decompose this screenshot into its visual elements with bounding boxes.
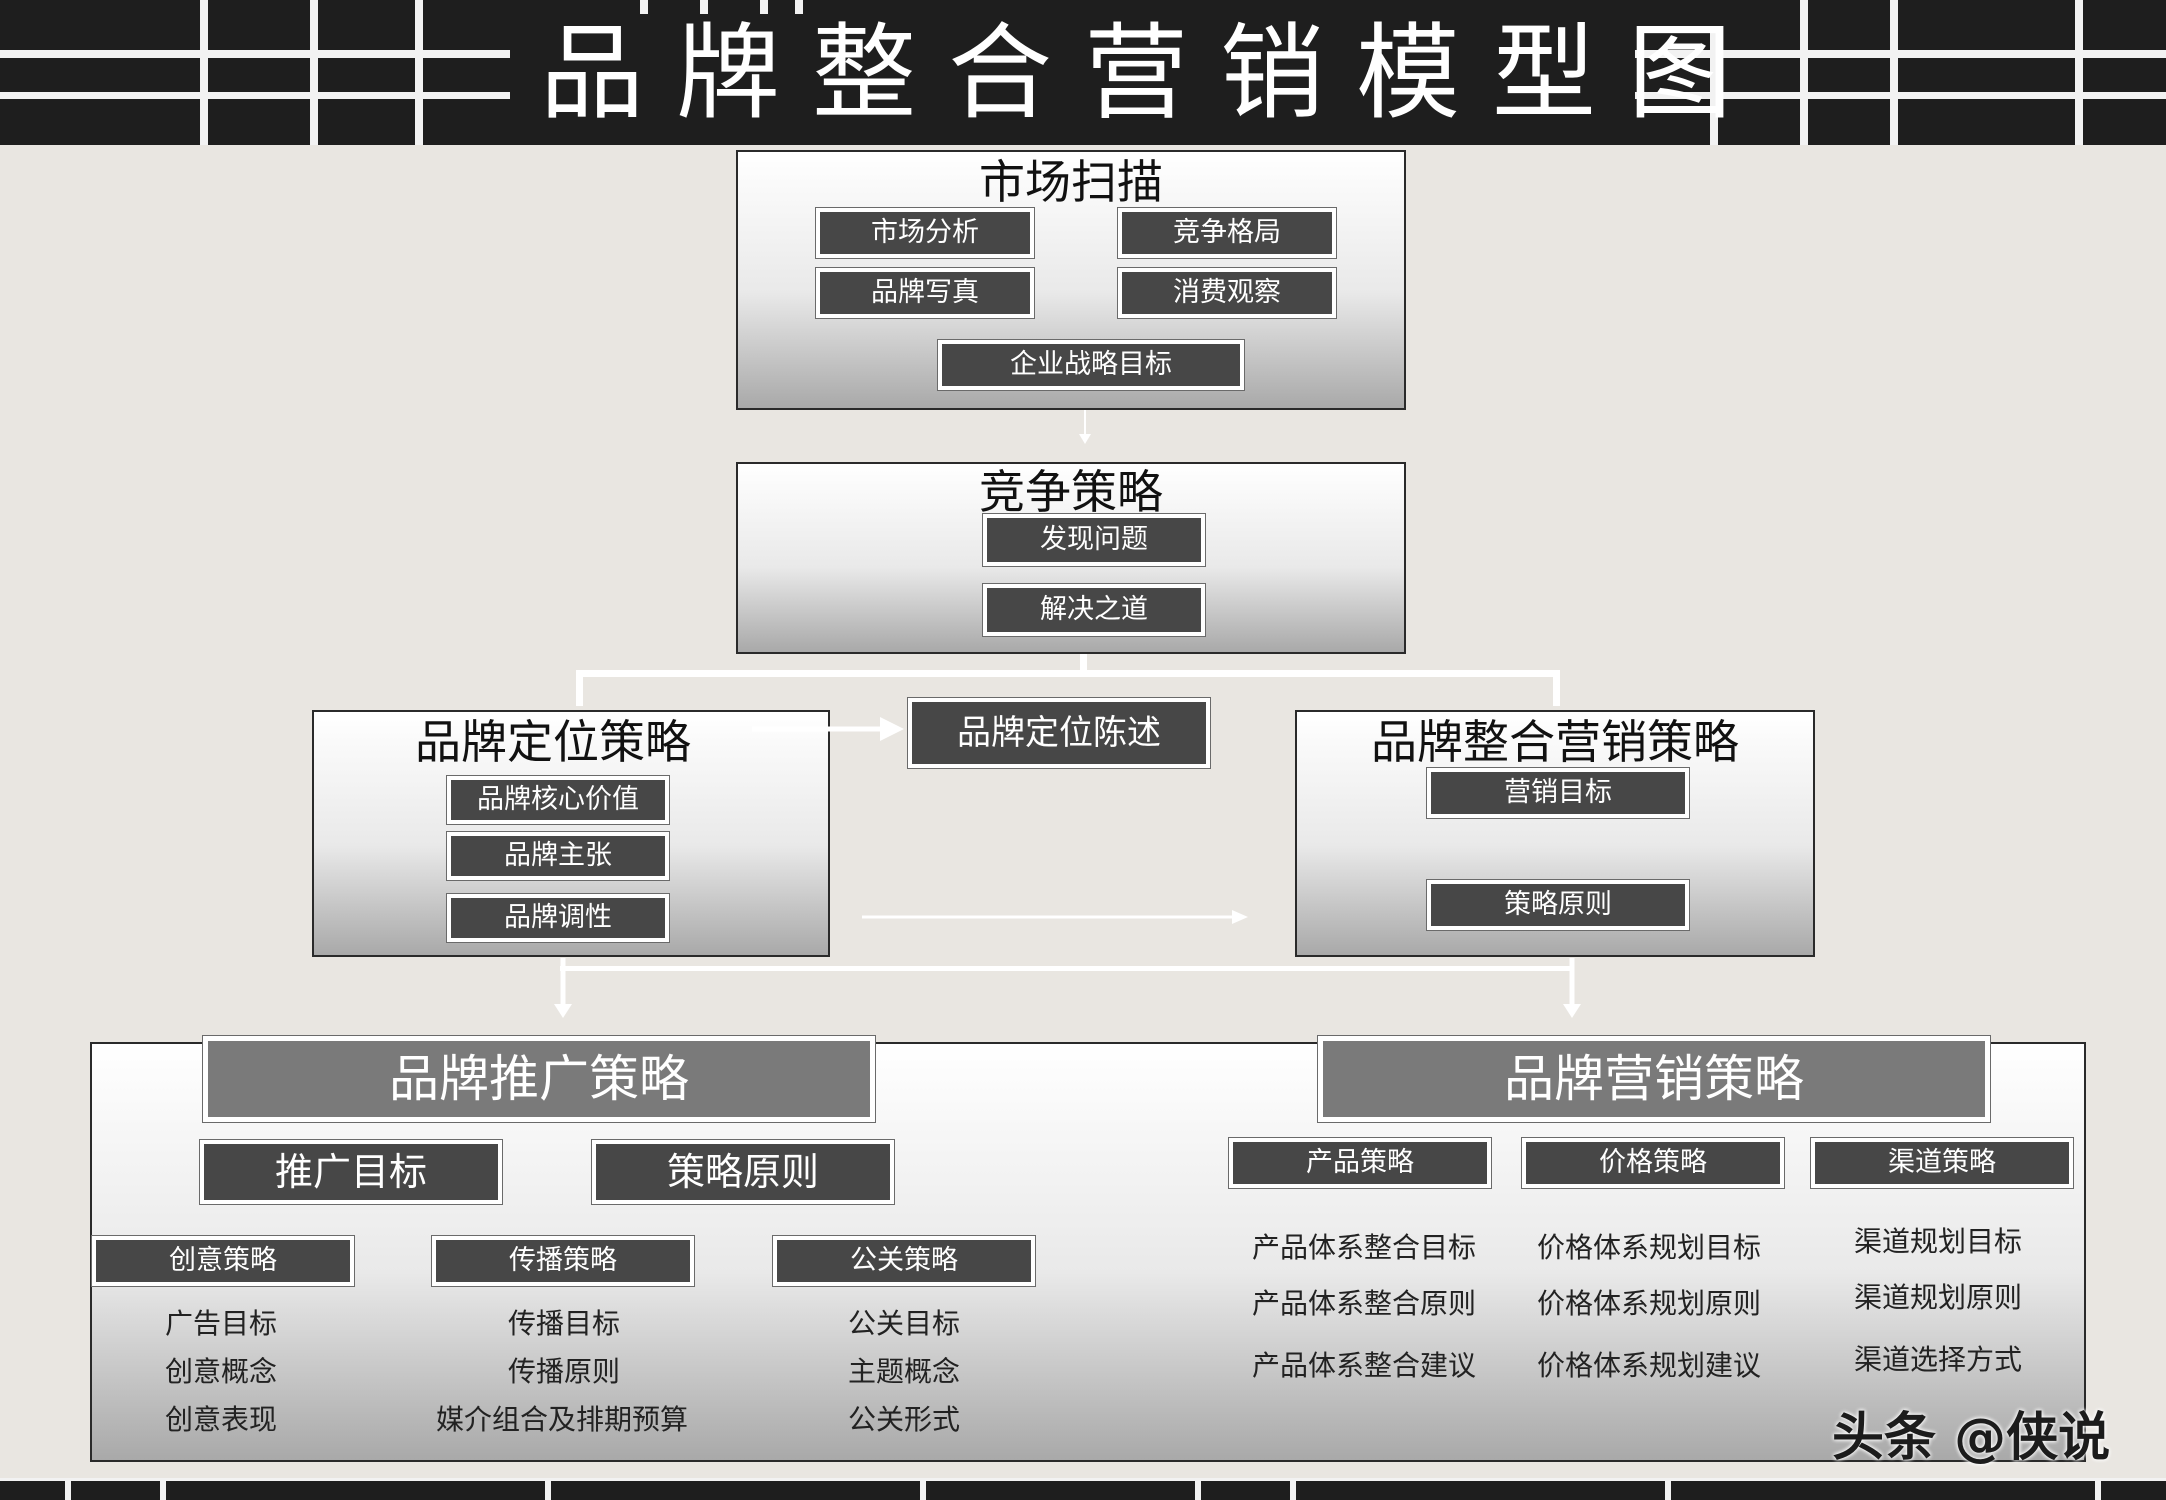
connector-line bbox=[560, 966, 1574, 971]
pr-item: 公关目标 bbox=[848, 1307, 961, 1340]
competition-panel: 竞争策略 发现问题 解决之道 bbox=[736, 462, 1406, 654]
creative-item: 创意概念 bbox=[165, 1355, 278, 1388]
connector-line bbox=[1553, 670, 1560, 706]
price-item: 价格体系规划目标 bbox=[1537, 1231, 1762, 1264]
product-item: 产品体系整合建议 bbox=[1252, 1349, 1477, 1382]
creative-strategy-box: 创意策略 bbox=[91, 1235, 355, 1287]
decor-line bbox=[200, 0, 208, 145]
decor-line bbox=[1635, 92, 2166, 99]
decor-line bbox=[640, 0, 648, 14]
channel-item: 渠道选择方式 bbox=[1854, 1343, 2023, 1376]
consumer-insight-box: 消费观察 bbox=[1117, 267, 1337, 319]
market-analysis-box: 市场分析 bbox=[815, 207, 1035, 259]
communication-strategy-box: 传播策略 bbox=[431, 1235, 695, 1287]
competition-landscape-box: 竞争格局 bbox=[1117, 207, 1337, 259]
pr-item: 主题概念 bbox=[848, 1355, 961, 1388]
brand-portrait-box: 品牌写真 bbox=[815, 267, 1035, 319]
decor-line bbox=[310, 0, 318, 145]
watermark: 头条 @侠说 bbox=[1832, 1408, 2111, 1468]
decor-line bbox=[415, 0, 423, 145]
price-strategy-box: 价格策略 bbox=[1521, 1137, 1785, 1189]
decor-line bbox=[760, 0, 768, 14]
creative-item: 创意表现 bbox=[165, 1403, 278, 1436]
decor-line bbox=[160, 1478, 166, 1500]
marketing-title-box: 品牌营销策略 bbox=[1317, 1035, 1991, 1123]
decor-line bbox=[0, 50, 510, 58]
pr-item: 公关形式 bbox=[848, 1403, 961, 1436]
decor-line bbox=[700, 0, 708, 14]
product-item: 产品体系整合原则 bbox=[1252, 1287, 1477, 1320]
decor-line bbox=[1890, 0, 1898, 145]
market-scan-title: 市场扫描 bbox=[979, 155, 1163, 209]
product-strategy-box: 产品策略 bbox=[1228, 1137, 1492, 1189]
connector-line bbox=[576, 670, 1560, 677]
find-problem-box: 发现问题 bbox=[982, 513, 1206, 567]
arrow-right-icon bbox=[752, 717, 904, 741]
decor-line bbox=[920, 1478, 926, 1500]
decor-line bbox=[1710, 28, 1718, 145]
marketing-goal-box: 营销目标 bbox=[1426, 767, 1690, 819]
page-title: 品牌整合营销模型图 bbox=[540, 12, 1765, 134]
pr-strategy-box: 公关策略 bbox=[772, 1235, 1036, 1287]
positioning-title: 品牌定位策略 bbox=[415, 715, 691, 769]
decor-line bbox=[0, 92, 510, 99]
positioning-panel: 品牌定位策略 品牌核心价值 品牌主张 品牌调性 bbox=[312, 710, 830, 957]
decor-line bbox=[1635, 50, 2166, 58]
decor-line bbox=[795, 0, 803, 14]
price-item: 价格体系规划建议 bbox=[1537, 1349, 1762, 1382]
communication-item: 传播目标 bbox=[508, 1307, 621, 1340]
strategy-principle-box: 策略原则 bbox=[1426, 879, 1690, 931]
decor-line bbox=[1195, 1478, 1201, 1500]
product-item: 产品体系整合目标 bbox=[1252, 1231, 1477, 1264]
integrated-panel: 品牌整合营销策略 营销目标 策略原则 bbox=[1295, 710, 1815, 957]
promotion-title-box: 品牌推广策略 bbox=[202, 1035, 876, 1123]
decor-line bbox=[2095, 1478, 2101, 1500]
promotion-goal-box: 推广目标 bbox=[199, 1139, 503, 1205]
solution-box: 解决之道 bbox=[982, 583, 1206, 637]
decor-line bbox=[2075, 0, 2083, 145]
decor-line bbox=[65, 1478, 71, 1500]
promotion-principle-box: 策略原则 bbox=[591, 1139, 895, 1205]
price-item: 价格体系规划原则 bbox=[1537, 1287, 1762, 1320]
competition-title: 竞争策略 bbox=[979, 465, 1163, 519]
brand-tone-box: 品牌调性 bbox=[446, 893, 670, 943]
communication-item: 媒介组合及排期预算 bbox=[436, 1403, 689, 1436]
connector-line bbox=[1080, 654, 1087, 676]
brand-claim-box: 品牌主张 bbox=[446, 831, 670, 881]
connector-line bbox=[576, 670, 583, 706]
channel-item: 渠道规划原则 bbox=[1854, 1281, 2023, 1314]
decor-line bbox=[1290, 1478, 1296, 1500]
channel-item: 渠道规划目标 bbox=[1854, 1225, 2023, 1258]
decor-line bbox=[1800, 0, 1808, 145]
decor-line bbox=[1665, 1478, 1671, 1500]
channel-strategy-box: 渠道策略 bbox=[1810, 1137, 2074, 1189]
integrated-title: 品牌整合营销策略 bbox=[1371, 715, 1739, 769]
arrow-down-icon bbox=[1079, 410, 1091, 444]
positioning-statement-box: 品牌定位陈述 bbox=[907, 697, 1211, 769]
footer-bar bbox=[0, 1478, 2166, 1500]
decor-line bbox=[545, 1478, 551, 1500]
communication-item: 传播原则 bbox=[508, 1355, 621, 1388]
arrow-right-icon bbox=[862, 910, 1248, 924]
core-value-box: 品牌核心价值 bbox=[446, 775, 670, 825]
corporate-goal-box: 企业战略目标 bbox=[937, 339, 1245, 391]
header-bar: 品牌整合营销模型图 bbox=[0, 0, 2166, 145]
arrow-down-icon bbox=[554, 958, 572, 1018]
arrow-down-icon bbox=[1563, 958, 1581, 1018]
market-scan-panel: 市场扫描 市场分析 竞争格局 品牌写真 消费观察 企业战略目标 bbox=[736, 150, 1406, 410]
decor-line bbox=[0, 1478, 2166, 1481]
creative-item: 广告目标 bbox=[165, 1307, 278, 1340]
